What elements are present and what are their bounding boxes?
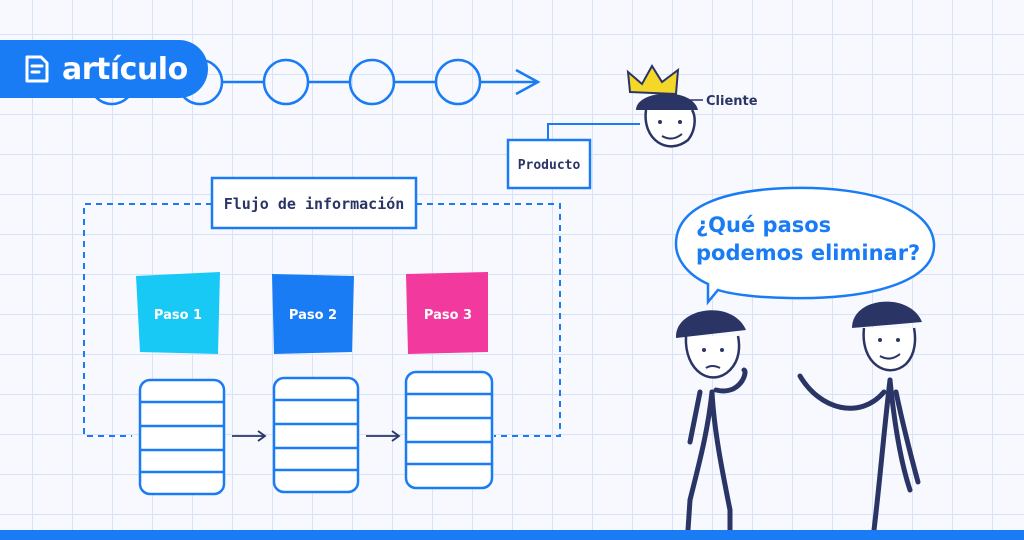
info-flow-label: Flujo de información — [224, 195, 405, 213]
product-box — [506, 138, 592, 190]
article-badge: artículo — [0, 40, 208, 98]
step-label: Paso 2 — [289, 308, 337, 323]
flow-arrow — [232, 430, 267, 442]
customer-cap — [636, 93, 698, 110]
speech-line-2: podemos eliminar? — [696, 241, 920, 265]
timeline-circle — [348, 58, 396, 106]
thinking-head — [684, 335, 741, 379]
step-note: Paso 1 — [136, 272, 220, 354]
product-label: Producto — [518, 158, 581, 173]
step-label: Paso 3 — [424, 308, 472, 323]
thinking-figure — [685, 367, 748, 538]
pointing-cap — [852, 301, 922, 328]
pointing-head — [862, 327, 917, 372]
speech-line-1: ¿Qué pasos — [696, 213, 831, 237]
data-stack — [272, 376, 360, 494]
step-note: Paso 3 — [406, 272, 488, 354]
step-note: Paso 2 — [272, 274, 354, 354]
flow-arrow — [366, 430, 401, 442]
product-connector — [547, 123, 640, 140]
info-flow-frame — [83, 203, 212, 437]
bottom-accent-bar — [0, 530, 1024, 540]
speech-bubble — [674, 186, 936, 306]
timeline-arrowhead — [515, 68, 541, 96]
thinking-cap — [675, 310, 746, 338]
customer-figure — [626, 64, 703, 148]
data-stack — [138, 378, 226, 496]
timeline-circle — [262, 58, 310, 106]
info-flow-frame — [416, 203, 561, 437]
crown-icon — [626, 64, 680, 96]
customer-head — [644, 109, 696, 148]
article-badge-label: artículo — [62, 51, 188, 87]
data-stack — [404, 370, 494, 490]
document-icon — [24, 54, 50, 84]
timeline-circle — [434, 58, 482, 106]
customer-label: Cliente — [706, 94, 758, 109]
pointing-figure — [797, 373, 921, 533]
step-label: Paso 1 — [154, 308, 202, 323]
info-flow-box — [210, 176, 418, 230]
